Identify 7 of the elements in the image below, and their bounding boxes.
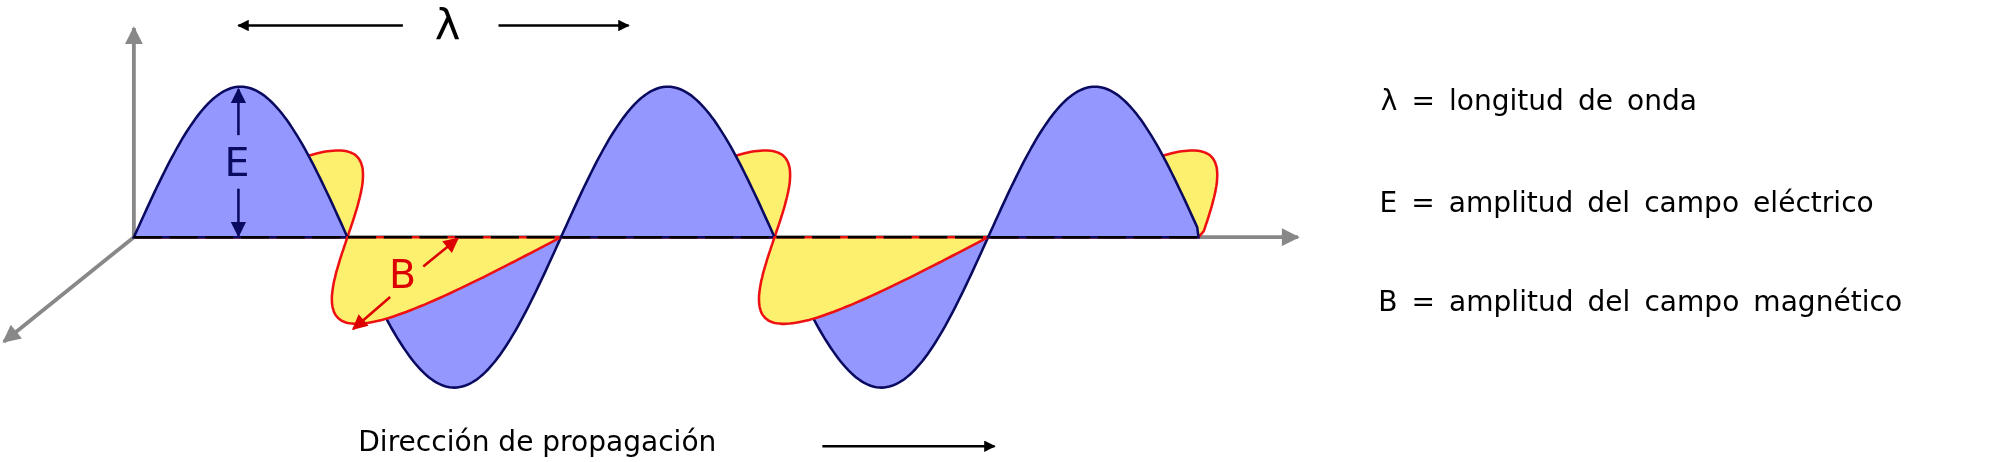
definition-text: λ = longitud de onda — [1380, 86, 1697, 115]
caption-text: Dirección de propagación — [358, 428, 717, 457]
symbol-label: λ — [434, 2, 461, 46]
symbol-label: E — [224, 142, 250, 183]
symbol-label: B — [388, 255, 416, 295]
definition-text: B = amplitud del campo magnético — [1378, 288, 1903, 317]
definition-text: E = amplitud del campo eléctrico — [1379, 188, 1874, 217]
